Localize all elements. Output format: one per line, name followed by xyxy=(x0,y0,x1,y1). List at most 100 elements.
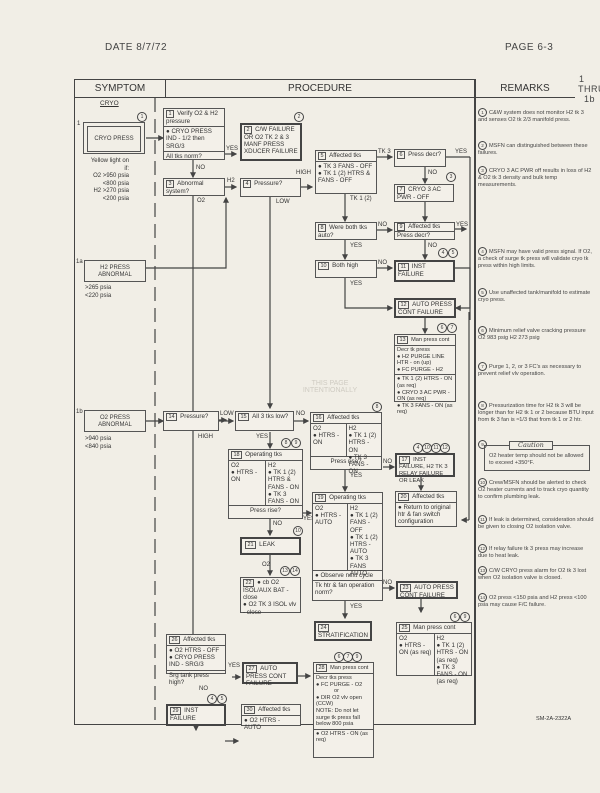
caution-label: Caution xyxy=(509,441,553,450)
doc-id: SM-2A-2322A xyxy=(536,716,572,722)
note-ref: 4 xyxy=(438,248,448,258)
symptom-id: 1a xyxy=(76,259,83,265)
note-ref: 1 xyxy=(137,112,147,122)
flow-label: TK 3 xyxy=(378,149,391,155)
symptom-cryo-press[interactable]: CRYO PRESS xyxy=(83,122,145,154)
symptom-desc: >265 psia<220 psia xyxy=(85,285,112,299)
symptom-h2-press-abnormal[interactable]: H2 PRESS ABNORMAL xyxy=(84,260,146,282)
symptom-desc: Yellow light on if:O2 >950 psia<800 psia… xyxy=(90,158,129,202)
flow-label: NO xyxy=(428,243,437,249)
flow-label: H2 xyxy=(227,178,235,184)
flow-label: YES xyxy=(456,222,469,228)
col-symptom: SYMPTOM xyxy=(75,79,165,98)
flow-label: HIGH xyxy=(296,170,311,176)
page-number: PAGE 6-3 xyxy=(505,42,554,53)
symptom-id: 1b xyxy=(76,409,83,415)
flow-label: YES xyxy=(226,146,239,152)
flow-label: YES xyxy=(350,281,363,287)
flow-label: NO xyxy=(199,686,208,692)
flow-label: YES xyxy=(455,149,468,155)
flow-label: NO xyxy=(428,170,437,176)
flow-label: NO xyxy=(383,459,392,465)
note-ref: 10 xyxy=(293,526,303,536)
flow-label: YES xyxy=(350,243,363,249)
note-ref: 4 xyxy=(207,694,217,704)
divider xyxy=(474,79,476,725)
flow-label: LOW xyxy=(220,411,234,417)
flow-label: YES xyxy=(256,434,269,440)
note-ref: 5 xyxy=(448,248,458,258)
flow-label: YES xyxy=(228,663,241,669)
section-title: CRYO xyxy=(100,100,119,107)
watermark: THIS PAGE INTENTIONALLY xyxy=(302,380,358,394)
box-22[interactable]: 22● cb O2 ISOL/AUX BAT - close● O2 TK 3 … xyxy=(240,577,301,616)
flow-label: YES xyxy=(350,604,363,610)
symptom-o2-press-abnormal[interactable]: O2 PRESS ABNORMAL xyxy=(84,410,146,432)
flow-label: TK 1 (2) xyxy=(350,196,372,202)
side-ref: THRU xyxy=(578,84,600,94)
note-ref: 2 xyxy=(294,112,304,122)
flow-label: NO xyxy=(296,411,305,417)
date-label: DATE 8/7/72 xyxy=(105,42,168,53)
note-ref: 9 xyxy=(460,612,470,622)
note-ref: 6 xyxy=(450,612,460,622)
note-ref: 9 xyxy=(291,438,301,448)
flow-label: NO xyxy=(378,260,387,266)
remark-9: 9 Caution O2 heater temp should not be a… xyxy=(478,440,594,471)
flow-label: YES xyxy=(303,516,316,522)
flow-label: O2 xyxy=(262,562,271,568)
flow-label: NO xyxy=(273,521,282,527)
note-ref: 3 xyxy=(446,172,456,182)
flow-label: NO xyxy=(196,165,205,171)
flow-label: NO xyxy=(378,222,387,228)
side-ref: 1 xyxy=(579,74,585,84)
note-ref: 13 xyxy=(280,566,290,576)
flow-label: LOW xyxy=(276,199,290,205)
note-ref: 6 xyxy=(437,323,447,333)
note-ref: 5 xyxy=(217,694,227,704)
note-ref: 9 xyxy=(352,652,362,662)
note-ref: 8 xyxy=(281,438,291,448)
note-ref: 7 xyxy=(447,323,457,333)
symptom-id: 1 xyxy=(77,121,81,127)
flow-label: YES xyxy=(350,473,363,479)
